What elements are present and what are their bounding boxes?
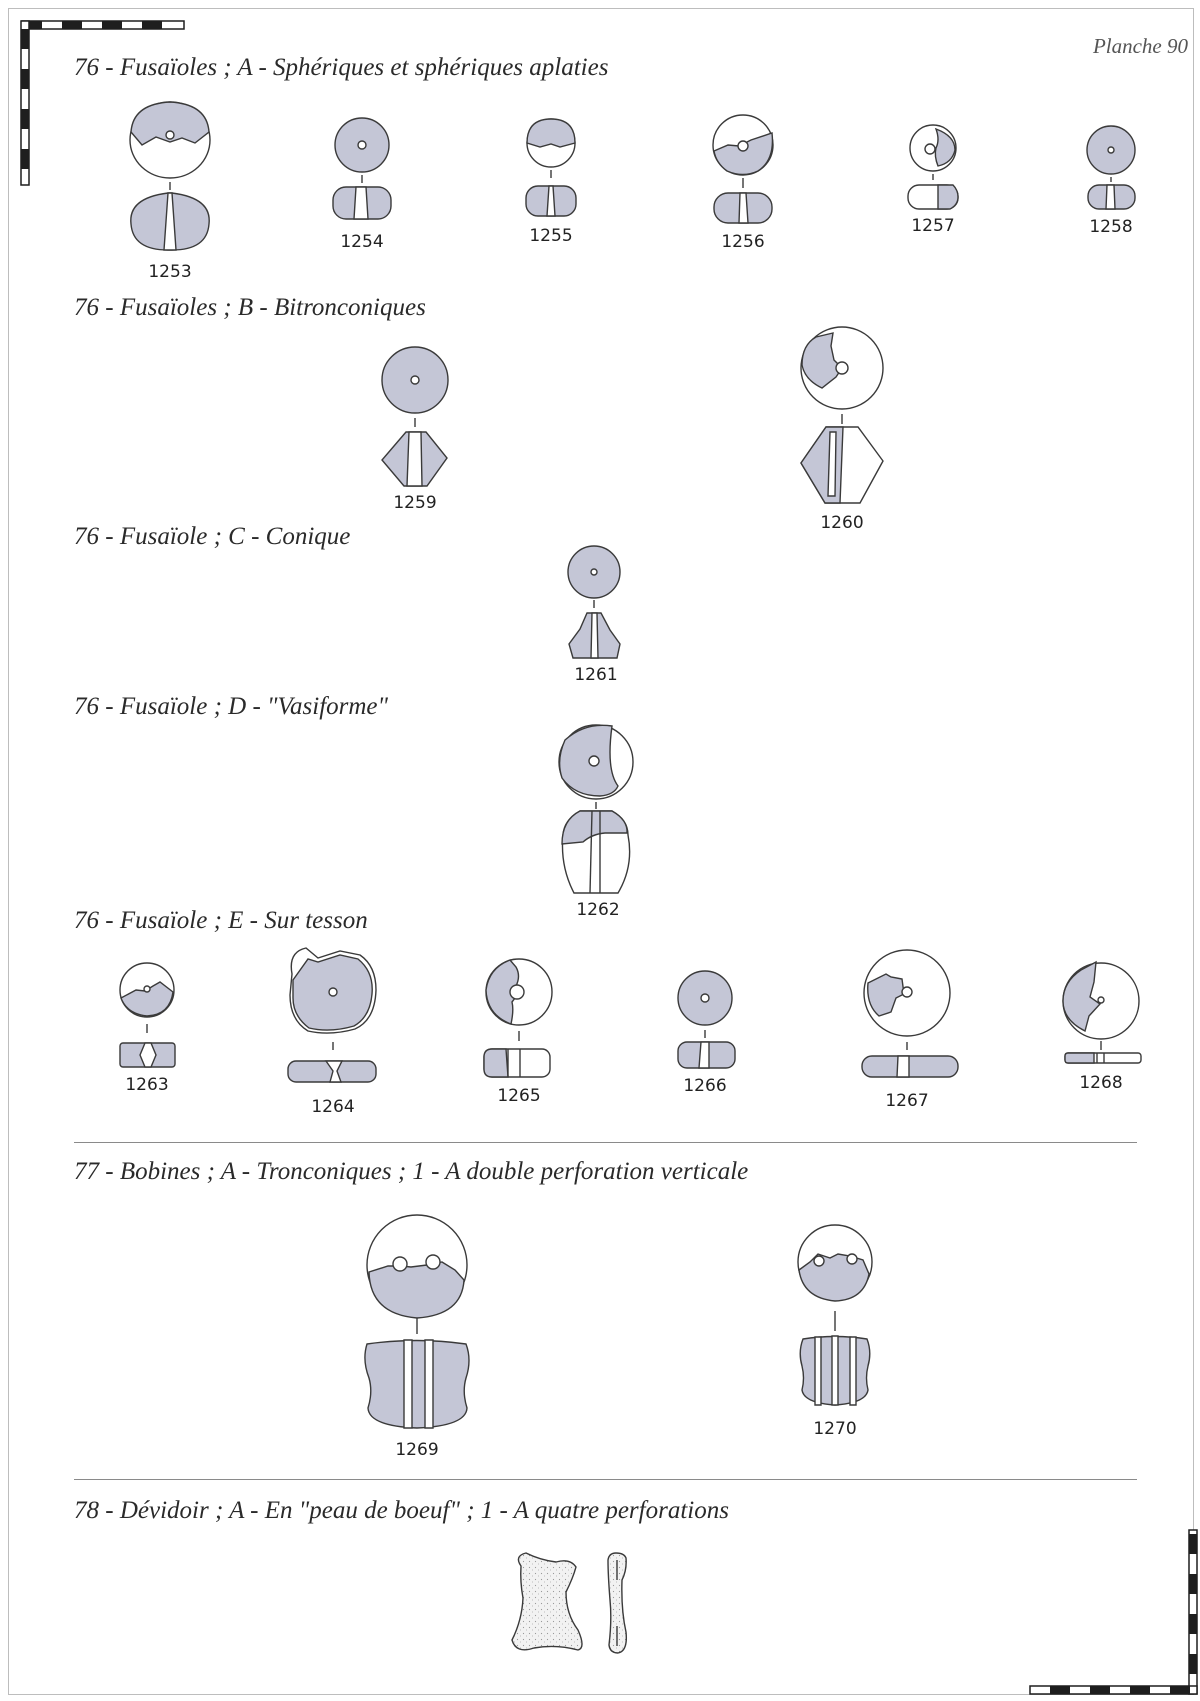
item-number: 1258 — [1089, 217, 1133, 237]
artifact-1254 — [332, 117, 392, 220]
section-heading-76d: 76 - Fusaïole ; D - "Vasiforme" — [74, 693, 389, 720]
artifact-1260 — [800, 326, 884, 504]
section-heading-76c: 76 - Fusaïole ; C - Conique — [74, 523, 351, 550]
section-heading-76e: 76 - Fusaïole ; E - Sur tesson — [74, 907, 368, 934]
artifact-1268 — [1062, 960, 1142, 1064]
artifact-1259 — [381, 346, 449, 487]
section-heading-77a1: 77 - Bobines ; A - Tronconiques ; 1 - A … — [74, 1158, 749, 1185]
item-number: 1265 — [497, 1086, 541, 1106]
artifact-1267 — [861, 949, 959, 1078]
artifact-1265 — [483, 958, 553, 1078]
artifact-devidoir — [511, 1552, 628, 1654]
artifact-1270 — [797, 1224, 873, 1406]
item-number: 1263 — [125, 1075, 169, 1095]
item-number: 1259 — [393, 493, 437, 513]
artifact-1253 — [129, 101, 211, 251]
section-divider — [74, 1142, 1137, 1143]
artifact-1262 — [558, 724, 634, 894]
section-heading-76a: 76 - Fusaïoles ; A - Sphériques et sphér… — [74, 54, 609, 81]
item-number: 1268 — [1079, 1073, 1123, 1093]
artifact-1258 — [1086, 125, 1136, 210]
item-number: 1262 — [576, 900, 620, 920]
item-number: 1255 — [529, 226, 573, 246]
plate-title: Planche 90 — [1092, 34, 1188, 58]
item-number: 1264 — [311, 1097, 355, 1117]
item-number: 1253 — [148, 262, 192, 282]
item-number: 1270 — [813, 1419, 857, 1439]
section-heading-78a1: 78 - Dévidoir ; A - En "peau de boeuf" ;… — [74, 1497, 729, 1524]
item-number: 1261 — [574, 665, 618, 685]
artifact-1269 — [364, 1214, 470, 1429]
item-number: 1266 — [683, 1076, 727, 1096]
artifact-1257 — [907, 124, 959, 210]
item-number: 1269 — [395, 1440, 439, 1460]
item-number: 1257 — [911, 216, 955, 236]
artifact-1256 — [712, 114, 774, 224]
scale-bar-top-left — [20, 20, 185, 186]
item-number: 1256 — [721, 232, 765, 252]
artifact-1266 — [677, 970, 736, 1069]
artifact-1255 — [525, 118, 577, 217]
item-number: 1260 — [820, 513, 864, 533]
section-heading-76b: 76 - Fusaïoles ; B - Bitronconiques — [74, 294, 426, 321]
scale-bar-bottom-right — [1029, 1529, 1198, 1695]
artifact-1263 — [119, 962, 176, 1068]
artifact-1261 — [567, 545, 621, 659]
artifact-1264 — [287, 947, 377, 1083]
item-number: 1254 — [340, 232, 384, 252]
section-divider — [74, 1479, 1137, 1480]
item-number: 1267 — [885, 1091, 929, 1111]
